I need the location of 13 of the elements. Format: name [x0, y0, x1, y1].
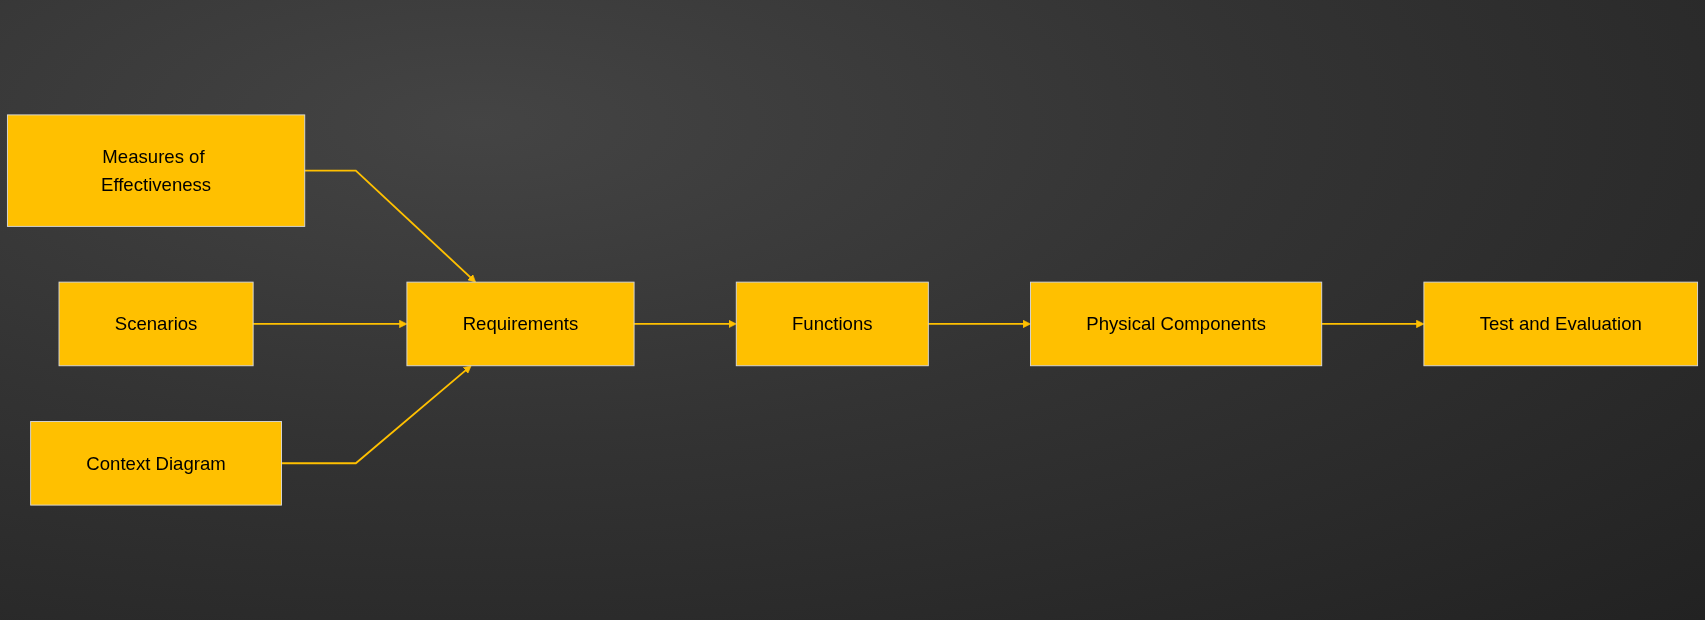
node-box: Scenarios — [58, 281, 254, 367]
node-box: Test and Evaluation — [1423, 281, 1699, 367]
node-box: Requirements — [406, 281, 635, 367]
node-box: Functions — [735, 281, 929, 367]
arrow — [280, 365, 472, 465]
node-box: Physical Components — [1030, 281, 1323, 367]
node-box: Context Diagram — [30, 421, 282, 506]
arrow — [633, 319, 737, 328]
arrow — [303, 169, 476, 283]
node-box: Measures of Effectiveness — [6, 114, 306, 227]
arrow — [927, 319, 1031, 328]
arrow — [252, 319, 408, 328]
arrow — [1320, 319, 1425, 328]
